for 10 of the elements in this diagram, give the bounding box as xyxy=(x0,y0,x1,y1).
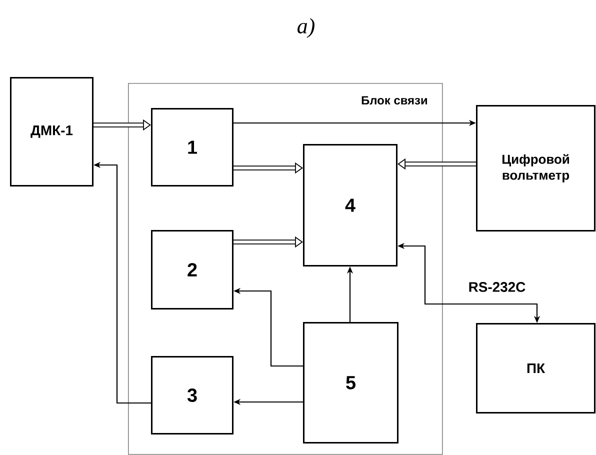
block-box: ПК xyxy=(476,323,596,414)
block-box: 3 xyxy=(151,356,234,434)
block-box: 2 xyxy=(151,230,234,310)
title: a) xyxy=(298,18,314,38)
block-box: 1 xyxy=(151,108,234,186)
edge-label: RS-232C xyxy=(467,281,527,293)
block-box: ДМК-1 xyxy=(10,77,94,186)
block-box: 5 xyxy=(303,322,398,444)
block-box: 4 xyxy=(303,144,398,266)
block-box: Цифровой вольтметр xyxy=(476,105,596,232)
